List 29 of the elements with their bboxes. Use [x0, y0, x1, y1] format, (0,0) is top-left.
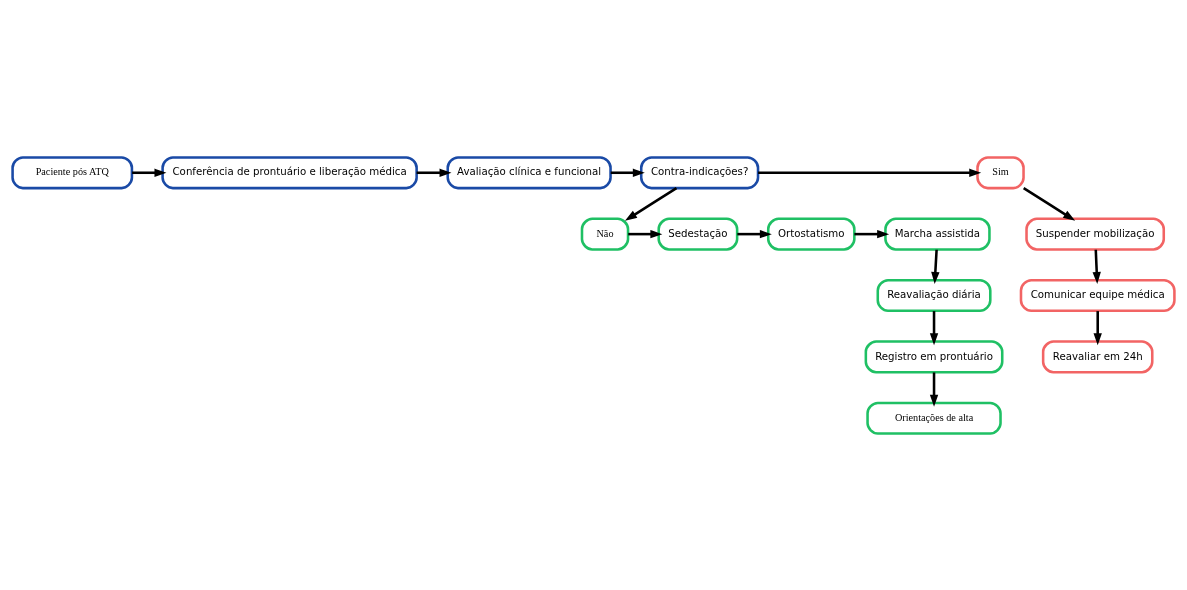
node-box: Marcha assistida	[884, 217, 991, 251]
arrow	[854, 229, 890, 238]
node-box: Sedestação	[657, 217, 739, 251]
arrow	[931, 249, 940, 284]
arrow	[1092, 249, 1101, 284]
node-box: Contra-indicações?	[639, 155, 760, 189]
arrow	[929, 371, 939, 407]
arrow	[132, 168, 167, 177]
node-box: Conferência de prontuário e liberação médica	[161, 155, 418, 189]
node-box: Avaliação clínica e funcional	[446, 155, 612, 189]
node-box: Paciente pós ATQ	[11, 155, 134, 189]
arrow	[610, 168, 645, 177]
node-box: Suspender mobilização	[1025, 217, 1166, 251]
node-box: Não	[580, 217, 630, 251]
node-box: Sim	[976, 155, 1025, 189]
node-box: Registro em prontuário	[864, 339, 1004, 373]
arrow	[624, 186, 678, 221]
arrow	[1023, 186, 1076, 221]
node-box: Ortostatismo	[766, 217, 856, 251]
arrow	[758, 168, 982, 177]
node-box: Reavaliação diária	[876, 278, 992, 312]
arrow	[416, 168, 452, 177]
node-box: Reavaliar em 24h	[1041, 339, 1154, 373]
arrow	[929, 310, 939, 345]
arrow	[1093, 310, 1102, 345]
arrow	[737, 229, 772, 238]
node-box: Orientações de alta	[866, 401, 1002, 435]
arrow	[628, 229, 663, 238]
node-box: Comunicar equipe médica	[1019, 278, 1176, 312]
